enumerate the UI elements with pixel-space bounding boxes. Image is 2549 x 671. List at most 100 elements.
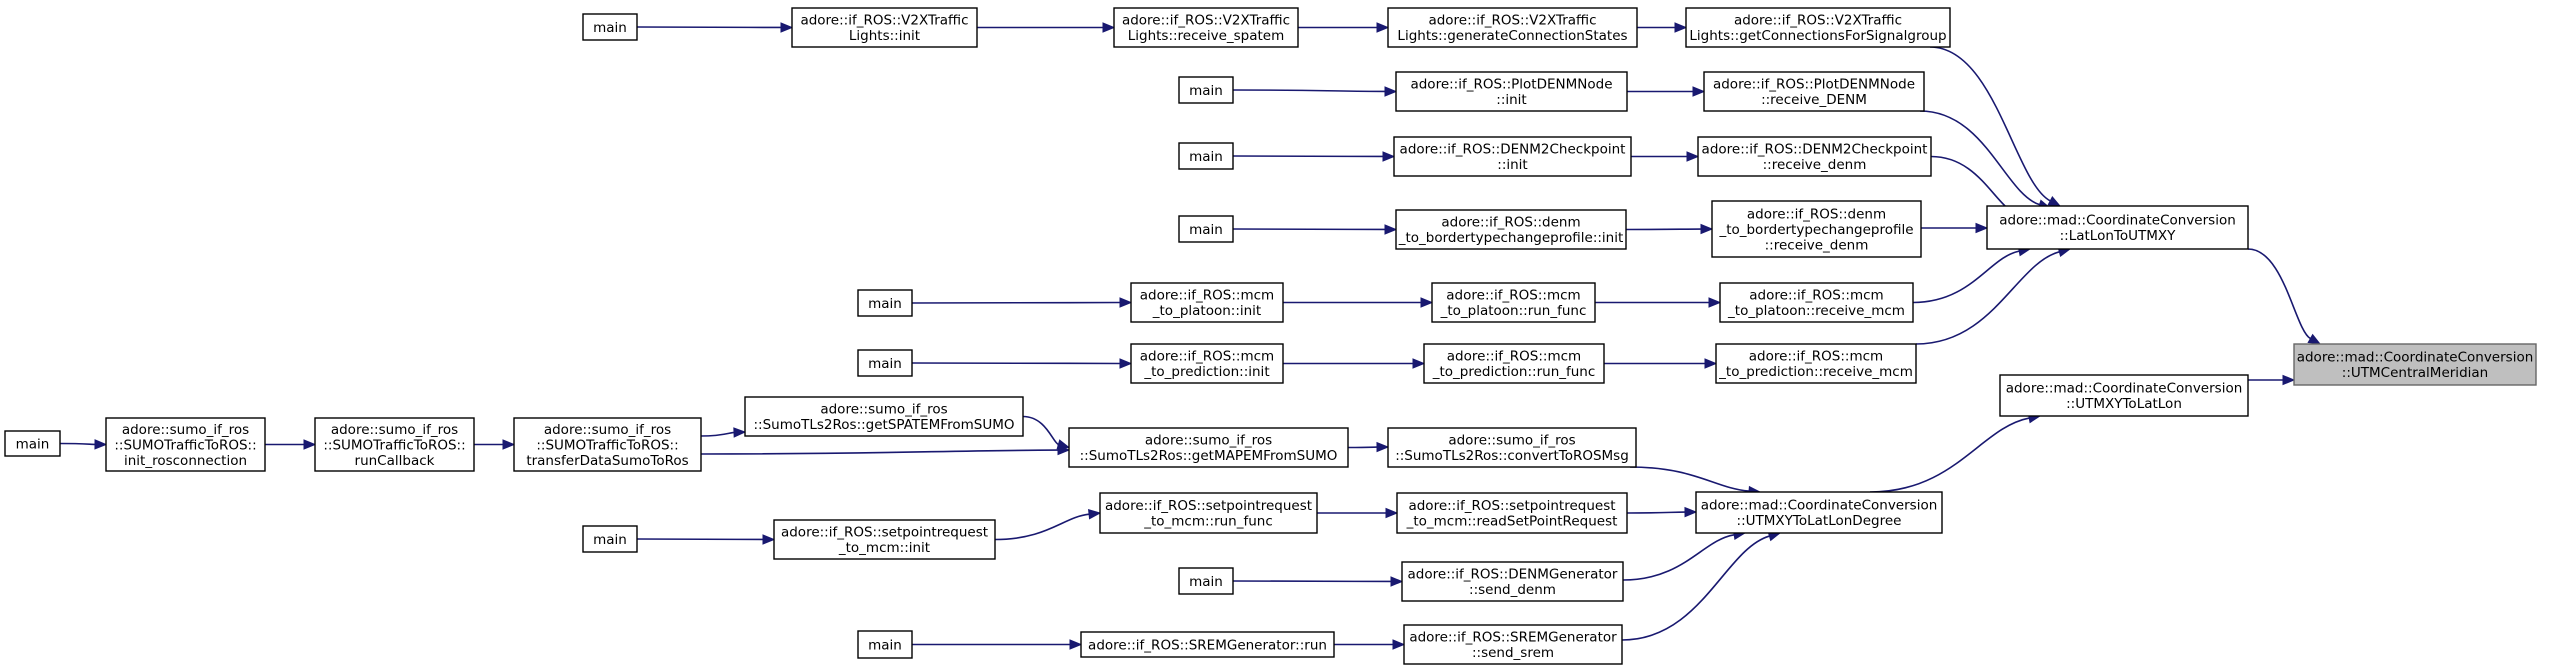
node-label-line: adore::if_ROS::mcm	[1446, 288, 1580, 304]
edge-plotinit-to-plotrecv	[1627, 86, 1706, 97]
nodes-layer: adore::mad::CoordinateConversion::UTMCen…	[4, 7, 2537, 665]
node-label-line: adore::sumo_if_ros	[122, 422, 249, 438]
edge-mplrecv-to-latlon	[1912, 246, 2032, 304]
edge-line	[1622, 534, 1735, 581]
edge-mplinit-to-mplrun	[1283, 297, 1434, 308]
node-d2cinit[interactable]: adore::if_ROS::DENM2Checkpoint::init	[1393, 136, 1632, 177]
edge-arrowhead	[502, 439, 516, 450]
node-box	[857, 630, 913, 659]
node-label-line: adore::if_ROS::mcm	[1749, 288, 1883, 304]
node-label-line: ::SUMOTrafficToROS::	[323, 437, 465, 453]
node-label-line: adore::if_ROS::PlotDENMNode	[1410, 77, 1612, 93]
node-box	[582, 525, 638, 553]
node-utmcm[interactable]: adore::mad::CoordinateConversion::UTMCen…	[2293, 343, 2537, 386]
node-box	[1697, 136, 1932, 177]
node-box	[1986, 205, 2249, 250]
node-sprrun[interactable]: adore::if_ROS::setpointrequest_to_mcm::r…	[1099, 492, 1318, 534]
node-main4[interactable]: main	[1178, 215, 1234, 243]
edge-arrowhead	[2047, 196, 2062, 207]
node-sprinit[interactable]: adore::if_ROS::setpointrequest_to_mcm::i…	[773, 519, 996, 560]
node-box	[773, 519, 996, 560]
node-main8[interactable]: main	[582, 525, 638, 553]
edge-initros-to-runcb	[265, 439, 317, 450]
edge-main1-to-v2xinit	[636, 22, 794, 33]
node-main9[interactable]: main	[1178, 567, 1234, 595]
node-initros[interactable]: adore::sumo_if_ros::SUMOTrafficToROS::in…	[105, 417, 266, 472]
node-label-line: ::receive_denm	[1763, 157, 1867, 173]
edge-arrowhead	[1674, 22, 1688, 33]
node-plotinit[interactable]: adore::if_ROS::PlotDENMNode::init	[1395, 71, 1628, 112]
edge-arrowhead	[1420, 297, 1434, 308]
edge-line	[1022, 415, 1059, 446]
node-dbrecv[interactable]: adore::if_ROS::denm_to_bordertypechangep…	[1711, 200, 1922, 258]
node-main2[interactable]: main	[1178, 76, 1234, 104]
edge-arrowhead	[1069, 639, 1083, 650]
edge-line	[1232, 89, 1386, 93]
node-utm2ll[interactable]: adore::mad::CoordinateConversion::UTMXYT…	[1999, 374, 2249, 417]
node-mplinit[interactable]: adore::if_ROS::mcm_to_platoon::init	[1130, 282, 1284, 323]
node-d2crecv[interactable]: adore::if_ROS::DENM2Checkpoint::receive_…	[1697, 136, 1932, 177]
node-mplrecv[interactable]: adore::if_ROS::mcm_to_platoon::receive_m…	[1719, 282, 1914, 323]
node-transfer[interactable]: adore::sumo_if_ros::SUMOTrafficToROS::tr…	[513, 417, 702, 472]
edge-arrowhead	[1708, 297, 1722, 308]
node-mprrun[interactable]: adore::if_ROS::mcm_to_prediction::run_fu…	[1423, 343, 1605, 384]
edge-line	[59, 442, 96, 446]
node-label-line: adore::if_ROS::V2XTraffic	[1428, 13, 1596, 29]
node-label-line: ::receive_denm	[1765, 237, 1869, 253]
node-getmap[interactable]: adore::sumo_if_ros::SumoTLs2Ros::getMAPE…	[1068, 427, 1349, 468]
node-label-line: main	[868, 356, 902, 372]
node-getspat[interactable]: adore::sumo_if_ros::SumoTLs2Ros::getSPAT…	[744, 396, 1024, 437]
node-conv[interactable]: adore::sumo_if_ros::SumoTLs2Ros::convert…	[1387, 427, 1637, 468]
node-box	[1999, 374, 2249, 417]
edge-line	[1929, 46, 2051, 202]
node-getconn[interactable]: adore::if_ROS::V2XTrafficLights::getConn…	[1685, 7, 1951, 48]
node-mprrecv[interactable]: adore::if_ROS::mcm_to_prediction::receiv…	[1715, 343, 1917, 384]
node-label-line: main	[1189, 149, 1223, 165]
node-label-line: adore::if_ROS::setpointrequest	[781, 525, 988, 541]
node-box	[1113, 7, 1299, 48]
node-recvspat[interactable]: adore::if_ROS::V2XTrafficLights::receive…	[1113, 7, 1299, 48]
node-dgsend[interactable]: adore::if_ROS::DENMGenerator::send_denm	[1401, 561, 1624, 602]
node-srsend[interactable]: adore::if_ROS::SREMGenerator::send_srem	[1403, 624, 1623, 665]
node-label-line: runCallback	[355, 453, 435, 469]
node-plotrecv[interactable]: adore::if_ROS::PlotDENMNode::receive_DEN…	[1703, 71, 1925, 112]
edge-getspat-to-getmap	[1022, 415, 1071, 450]
node-mplrun[interactable]: adore::if_ROS::mcm_to_platoon::run_func	[1431, 282, 1596, 323]
edge-arrowhead	[2282, 374, 2296, 386]
node-label-line: main	[593, 532, 627, 548]
node-label-line: transferDataSumoToRos	[526, 453, 688, 469]
node-main3[interactable]: main	[1178, 142, 1234, 170]
edge-line	[1621, 535, 1770, 641]
edge-dbinit-to-dbrecv	[1625, 223, 1714, 235]
edge-mprrun-to-mprrecv	[1603, 358, 1718, 369]
node-main1[interactable]: main	[582, 13, 638, 41]
node-latlon[interactable]: adore::mad::CoordinateConversion::LatLon…	[1986, 205, 2249, 250]
node-label-line: adore::if_ROS::PlotDENMNode	[1713, 77, 1915, 93]
node-runcb[interactable]: adore::sumo_if_ros::SUMOTrafficToROS::ru…	[314, 417, 475, 472]
edge-sprread-to-utm2lld	[1626, 506, 1698, 518]
node-main6[interactable]: main	[857, 349, 913, 377]
node-utm2lld[interactable]: adore::mad::CoordinateConversion::UTMXYT…	[1695, 491, 1943, 534]
node-label-line: _to_bordertypechangeprofile::init	[1398, 230, 1624, 246]
edges-layer	[59, 22, 2322, 650]
node-label-line: adore::sumo_if_ros	[820, 402, 947, 418]
edge-line	[994, 513, 1090, 541]
edge-mprrecv-to-latlon	[1915, 246, 2072, 345]
node-main7[interactable]: main	[4, 430, 61, 457]
node-mprinit[interactable]: adore::if_ROS::mcm_to_prediction::init	[1130, 343, 1284, 384]
node-main10[interactable]: main	[857, 630, 913, 659]
node-label-line: ::init	[1496, 92, 1526, 108]
edge-d2cinit-to-d2crecv	[1631, 151, 1700, 162]
node-main5[interactable]: main	[857, 289, 913, 317]
edge-srsend-to-utm2lld	[1621, 531, 1782, 641]
node-genconn[interactable]: adore::if_ROS::V2XTrafficLights::generat…	[1387, 7, 1638, 48]
node-box	[105, 417, 266, 472]
node-box	[744, 396, 1024, 437]
node-dbinit[interactable]: adore::if_ROS::denm_to_bordertypechangep…	[1395, 209, 1627, 250]
edge-mplrun-to-mplrecv	[1595, 297, 1722, 308]
node-label-line: adore::sumo_if_ros	[1145, 433, 1272, 449]
node-sprread[interactable]: adore::if_ROS::setpointrequest_to_mcm::r…	[1396, 492, 1628, 534]
node-srrun[interactable]: adore::if_ROS::SREMGenerator::run	[1080, 631, 1335, 658]
